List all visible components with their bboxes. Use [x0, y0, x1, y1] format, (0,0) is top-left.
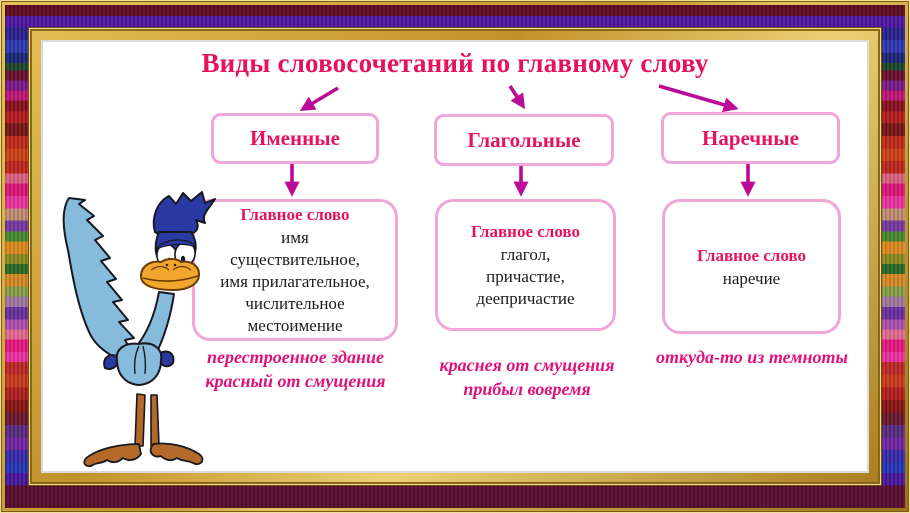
example-line: прибыл вовремя [463, 379, 591, 399]
category-label: Именные [250, 126, 340, 150]
bird-right-foot [149, 442, 204, 465]
bird-beak-lobes [150, 265, 192, 271]
detail-line: существительное, [230, 250, 360, 269]
example-line: откуда-то из темноты [656, 347, 848, 367]
bird-nostril [173, 263, 177, 267]
detail-box-narechnye: Главное слово наречие [662, 199, 841, 334]
road-runner-character-icon [62, 191, 216, 467]
detail-line: имя [281, 228, 309, 247]
detail-line: глагол, [500, 245, 551, 264]
detail-line: местоимение [247, 316, 343, 335]
example-glagolnye: краснея от смущения прибыл вовремя [421, 353, 633, 401]
detail-line: деепричастие [476, 289, 575, 308]
bird-left-foot [83, 443, 142, 467]
detail-header: Главное слово [240, 205, 350, 224]
detail-header: Главное слово [697, 245, 806, 265]
content-panel: Виды словосочетаний по главному слову [41, 40, 869, 473]
detail-header: Главное слово [471, 222, 580, 241]
category-label: Наречные [702, 125, 799, 150]
bird-brow [155, 239, 197, 251]
bird-feather-lines [133, 345, 147, 375]
bird-tail [62, 197, 135, 359]
detail-line: наречие [722, 268, 781, 288]
bird-crest [152, 191, 216, 238]
page-title: Виды словосочетаний по главному слову [201, 48, 709, 78]
arrow-title-to-imennye [299, 86, 339, 111]
category-box-imennye: Именные [211, 113, 379, 164]
bird-beak-seam [142, 275, 199, 282]
detail-line: имя прилагательное, [220, 272, 370, 291]
bird-nostril [165, 263, 169, 267]
detail-line: числительное [245, 294, 345, 313]
example-line: красный от смущения [205, 371, 386, 391]
bird-left-leg [134, 393, 146, 447]
bird-right-leg [150, 394, 160, 447]
example-imennye: перестроенное здание красный от смущения [178, 345, 413, 393]
arrow-title-to-glagolnye [508, 85, 526, 110]
frame-striped-fabric-band: Виды словосочетаний по главному слову [5, 5, 905, 508]
example-narechnye: откуда-то из темноты [631, 345, 867, 369]
category-box-narechnye: Наречные [661, 112, 840, 164]
bird-right-pupil [180, 255, 186, 263]
category-label: Глагольные [467, 127, 581, 152]
bird-body [115, 342, 163, 386]
arrow-title-to-narechnye [658, 84, 739, 113]
example-line: краснея от смущения [439, 355, 615, 375]
example-line: перестроенное здание [207, 347, 384, 367]
detail-box-glagolnye: Главное слово глагол, причастие, дееприч… [435, 199, 616, 331]
frame-inner-gold-band: Виды словосочетаний по главному слову [29, 28, 881, 485]
detail-line: причастие, [486, 267, 565, 286]
category-box-glagolnye: Глагольные [434, 114, 614, 166]
bird-beak [140, 258, 200, 291]
